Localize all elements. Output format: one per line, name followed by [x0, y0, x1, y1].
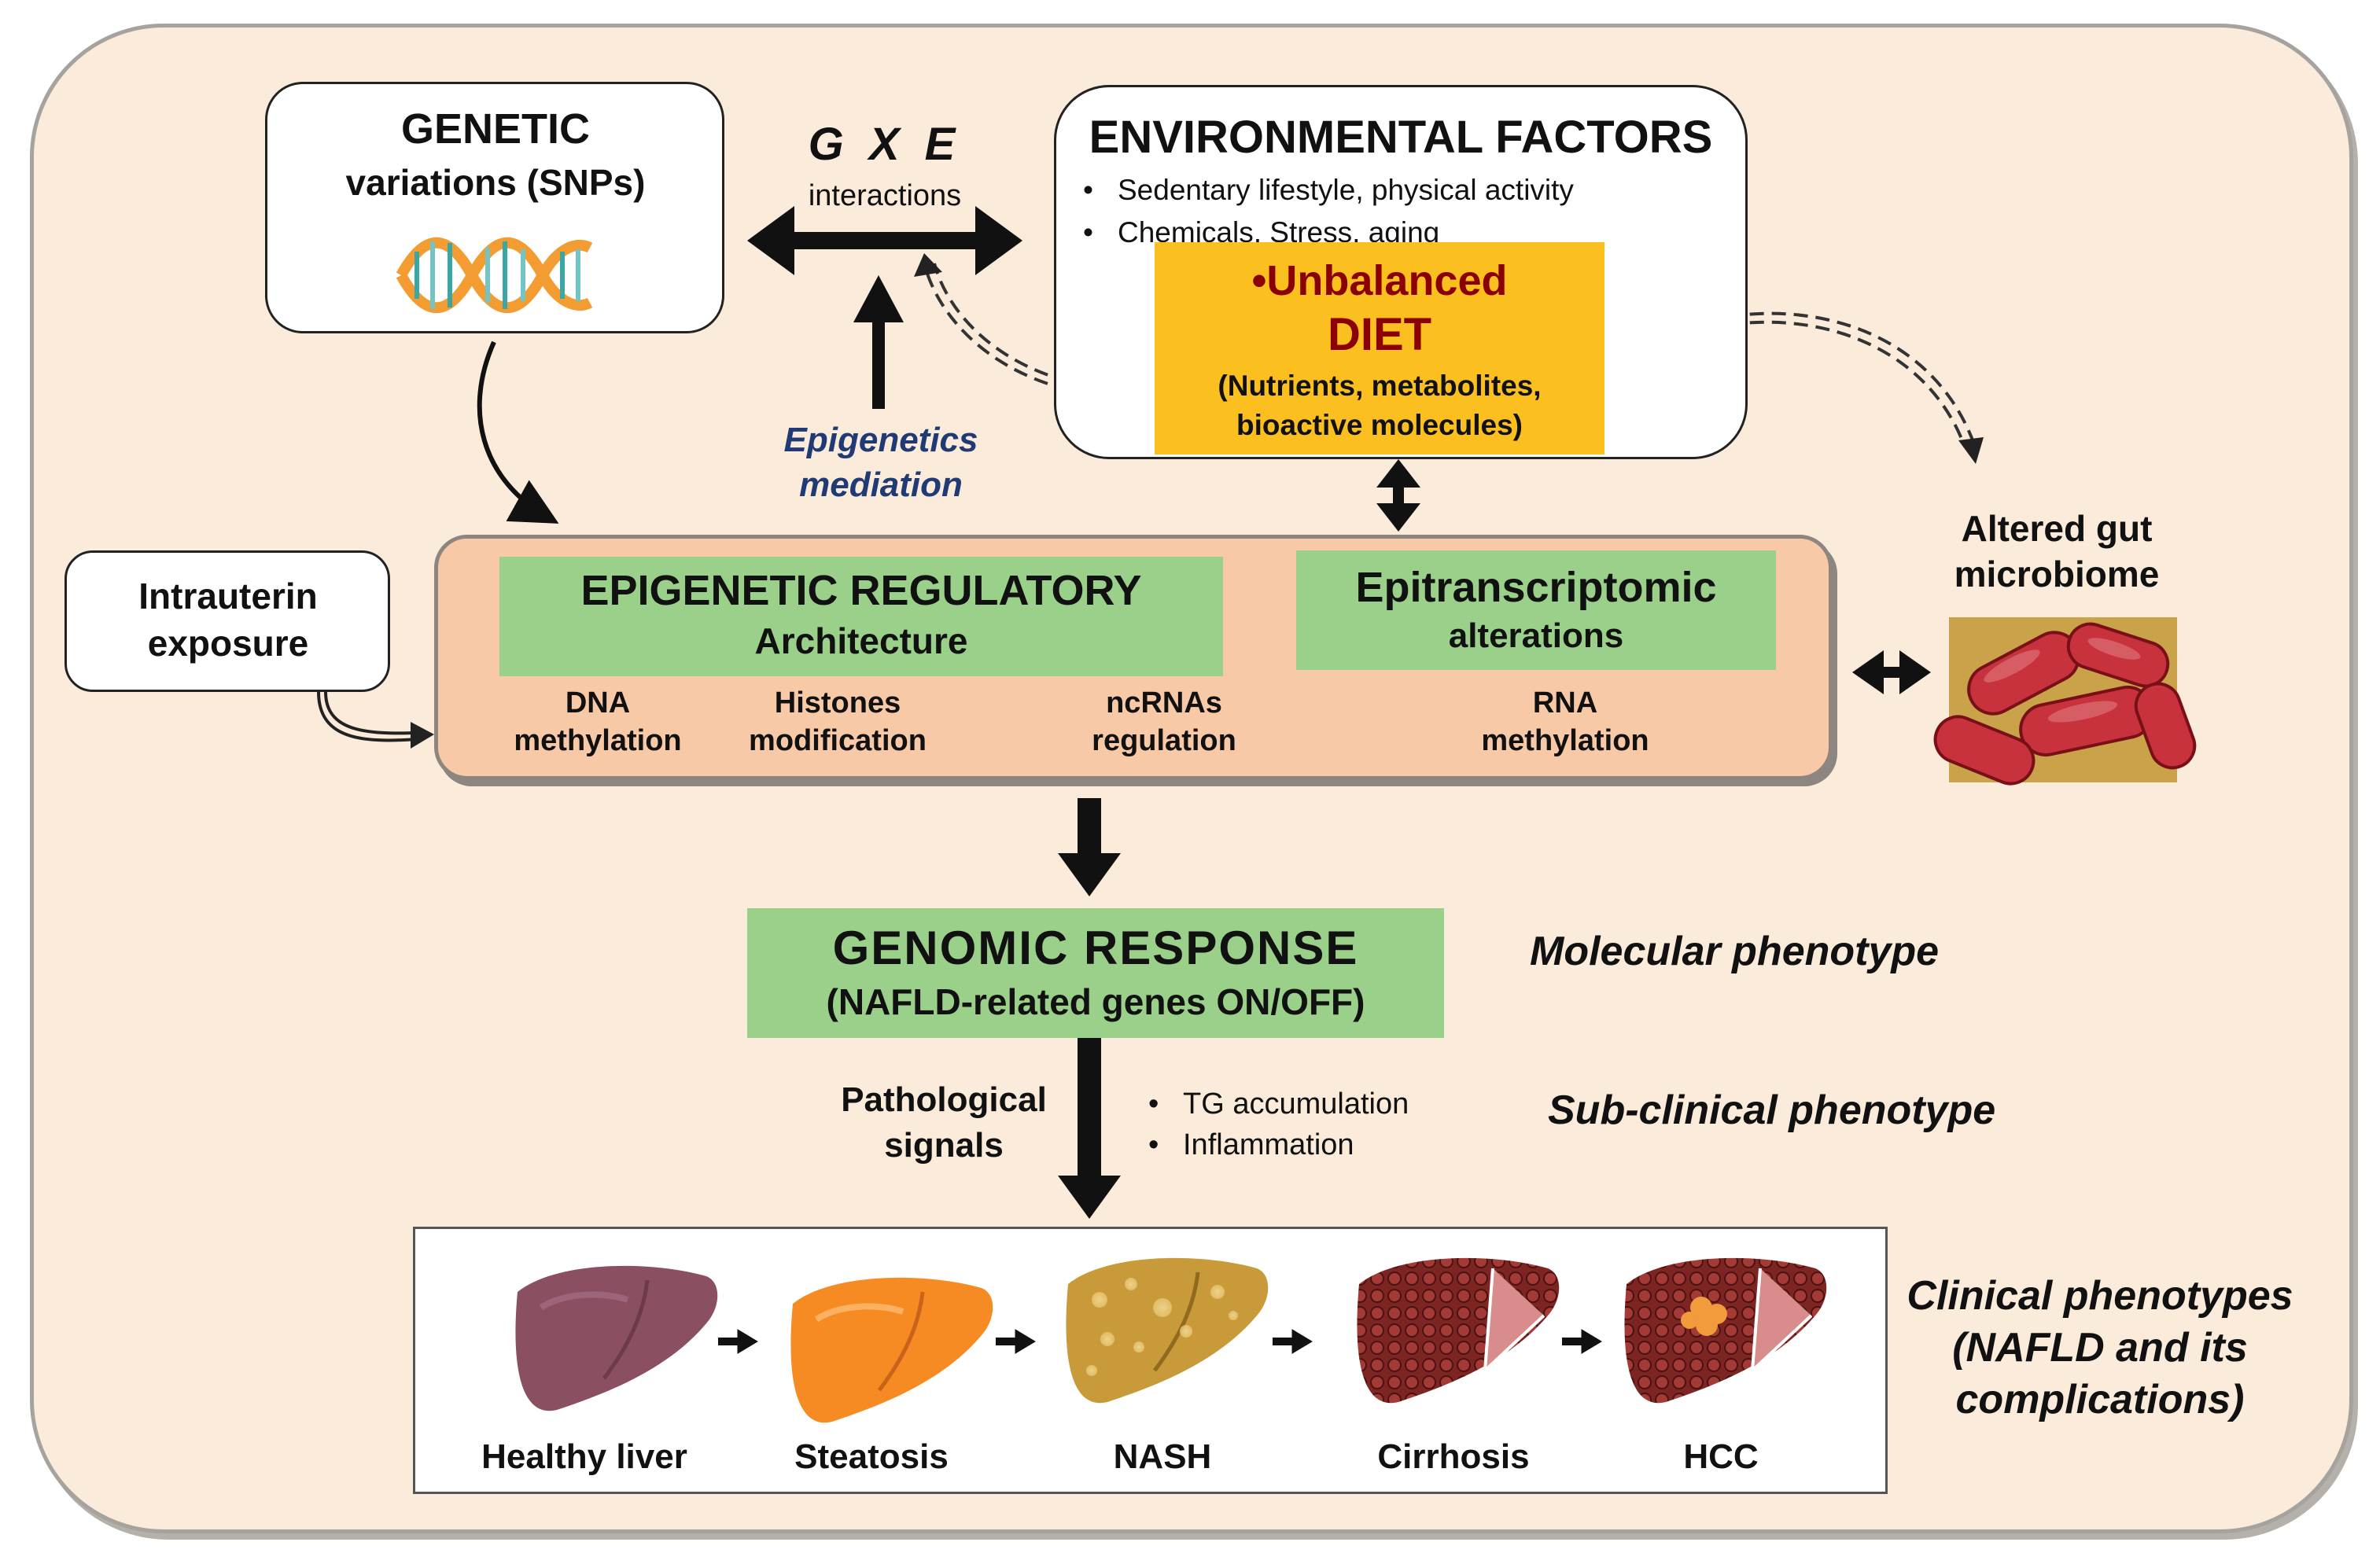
unbalanced-diet-box: •Unbalanced DIET (Nutrients, metabolites…: [1155, 242, 1604, 454]
epigenetics-mediation-line2: mediation: [799, 466, 963, 504]
liver-stages-art: [515, 1257, 1827, 1423]
pathological-line2: signals: [884, 1126, 1004, 1165]
genomic-response-subtitle: (NAFLD-related genes ON/OFF): [826, 981, 1365, 1022]
healthy-liver-icon: [515, 1265, 718, 1411]
mechanism-ncrnas-regulation: ncRNAs regulation: [1046, 684, 1282, 760]
diet-title-unbalanced: Unbalanced: [1266, 257, 1508, 304]
steatosis-liver-icon: [790, 1277, 993, 1423]
bacteria-image-icon: [1933, 617, 2197, 786]
intrauterin-line2: exposure: [147, 623, 309, 664]
intrauterin-to-epigenetic-arrow: [317, 691, 434, 749]
genetic-title: GENETIC: [400, 105, 591, 153]
genomic-response-box: GENOMIC RESPONSE (NAFLD-related genes ON…: [747, 908, 1444, 1038]
stage-label-steatosis: Steatosis: [794, 1437, 949, 1476]
mechanism-line2: methylation: [1481, 724, 1649, 757]
gut-line2: microbiome: [1954, 554, 2160, 594]
mechanism-line2: modification: [749, 724, 927, 757]
pathological-signals-label: Pathological signals: [818, 1077, 1070, 1168]
cirrhosis-liver-icon: [1357, 1257, 1560, 1404]
diet-title-line2: DIET: [1327, 309, 1432, 360]
nash-liver-icon: [1066, 1257, 1269, 1404]
clinical-line2: (NAFLD and its: [1952, 1325, 2248, 1371]
genomic-response-title: GENOMIC RESPONSE: [832, 922, 1359, 974]
genetic-box: GENETIC variations (SNPs): [265, 82, 724, 333]
epigenetic-regulatory-subtitle: Architecture: [754, 620, 968, 661]
genetic-to-epigenetic-arrow: [477, 340, 559, 524]
pathological-bullets: TG accumulation Inflammation: [1139, 1084, 1501, 1165]
diet-title-line1: •Unbalanced: [1155, 256, 1604, 305]
mechanism-line1: RNA: [1532, 686, 1598, 719]
gut-microbiome-label: Altered gut microbiome: [1888, 506, 2226, 597]
mechanism-dna-methylation: DNA methylation: [476, 684, 720, 760]
diet-detail-line2: bioactive molecules): [1236, 409, 1523, 441]
pathological-line1: Pathological: [841, 1080, 1047, 1119]
clinical-line3: complications): [1955, 1377, 2245, 1422]
genomic-to-clinical-arrow: [1058, 1036, 1121, 1219]
molecular-phenotype-label: Molecular phenotype: [1530, 929, 1940, 974]
environmental-factors-title: ENVIRONMENTAL FACTORS: [1089, 112, 1713, 163]
epigenetic-regulatory-header: EPIGENETIC REGULATORY Architecture: [499, 557, 1223, 676]
stage-label-hcc: HCC: [1683, 1437, 1759, 1476]
epigenetic-regulatory-title: EPIGENETIC REGULATORY: [580, 567, 1142, 614]
diet-detail-line1: (Nutrients, metabolites,: [1218, 370, 1542, 402]
dna-helix-icon: [396, 237, 593, 314]
epitranscriptomic-subtitle: alterations: [1448, 616, 1624, 655]
liver-stages-box: Healthy liver Steatosis NASH Cirrhosis H…: [413, 1227, 1888, 1494]
env-epigenetic-double-arrow: [1376, 459, 1420, 532]
mechanism-line1: Histones: [774, 686, 901, 719]
stage-label-healthy-liver: Healthy liver: [481, 1437, 687, 1476]
stage-label-cirrhosis: Cirrhosis: [1377, 1437, 1530, 1476]
gxe-subtitle: interactions: [808, 179, 962, 212]
pathological-bullet: Inflammation: [1139, 1124, 1501, 1165]
subclinical-phenotype-label: Sub-clinical phenotype: [1548, 1087, 1996, 1133]
pathological-bullet: TG accumulation: [1139, 1084, 1501, 1124]
gut-line1: Altered gut: [1961, 508, 2153, 549]
environment-bullet: Sedentary lifestyle, physical activity: [1074, 169, 1734, 212]
mechanism-rna-methylation: RNA methylation: [1447, 684, 1683, 760]
hcc-liver-icon: [1624, 1257, 1827, 1404]
epitranscriptomic-title: Epitranscriptomic: [1355, 564, 1717, 611]
clinical-line1: Clinical phenotypes: [1907, 1273, 2293, 1319]
stage-arrows: [718, 1329, 1602, 1354]
diet-bullet: •: [1251, 257, 1267, 304]
mechanism-line1: DNA: [565, 686, 631, 719]
mechanism-histones-modification: Histones modification: [720, 684, 956, 760]
epigenetics-mediation-line1: Epigenetics: [783, 421, 978, 459]
epigenetic-gut-double-arrow: [1852, 650, 1931, 694]
clinical-phenotypes-label: Clinical phenotypes (NAFLD and its compl…: [1872, 1270, 2328, 1426]
mechanism-line2: regulation: [1092, 724, 1236, 757]
mechanism-line1: ncRNAs: [1106, 686, 1222, 719]
epigenetic-to-genomic-arrow: [1058, 798, 1121, 896]
epitranscriptomic-header: Epitranscriptomic alterations: [1296, 550, 1776, 670]
intrauterin-exposure-box: Intrauterin exposure: [64, 550, 390, 692]
mediation-up-arrow: [853, 275, 904, 409]
intrauterin-line1: Intrauterin: [138, 576, 318, 616]
gxe-title: G X E: [808, 119, 962, 170]
mechanism-line2: methylation: [514, 724, 682, 757]
gxe-double-arrow: [747, 206, 1022, 275]
environmental-factors-list: Sedentary lifestyle, physical activity C…: [1074, 169, 1734, 254]
genetic-subtitle: variations (SNPs): [345, 162, 646, 203]
stage-label-nash: NASH: [1113, 1437, 1212, 1476]
